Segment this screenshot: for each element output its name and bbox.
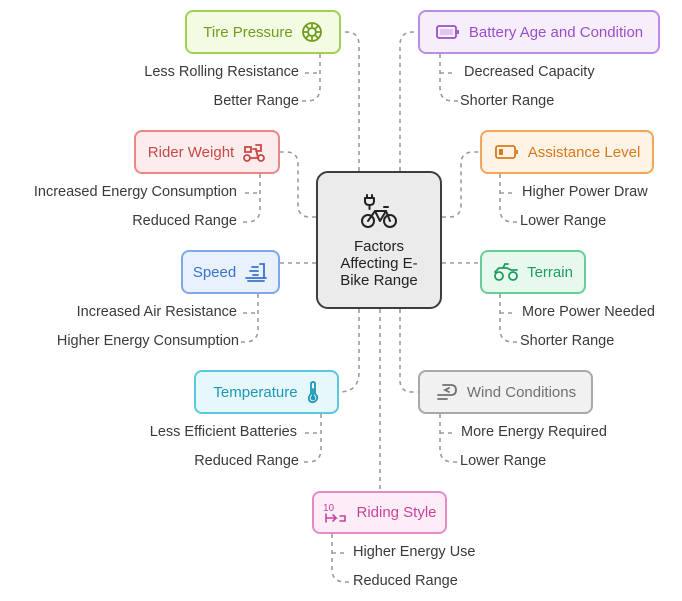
factor-label: Assistance Level — [527, 143, 641, 161]
tire-pressure-item-1: Less Rolling Resistance — [144, 64, 299, 80]
assistance-item-1: Higher Power Draw — [522, 184, 648, 200]
wind-item-1: More Energy Required — [461, 424, 607, 440]
treadmill-icon — [245, 263, 268, 282]
rider-weight-item-1: Increased Energy Consumption — [33, 184, 237, 200]
terrain-item-1: More Power Needed — [522, 304, 655, 320]
assistance-item-2: Lower Range — [520, 213, 607, 229]
factor-label: Rider Weight — [147, 143, 235, 161]
factor-speed: Speed — [181, 250, 280, 294]
thermometer-icon — [307, 381, 318, 404]
center-node: Factors Affecting E-Bike Range — [316, 171, 442, 309]
ten-arrow-icon: 10 — [323, 503, 347, 523]
temperature-item-1: Less Efficient Batteries — [149, 424, 297, 440]
factor-label: Battery Age and Condition — [468, 23, 644, 41]
factor-assistance-level: Assistance Level — [480, 130, 654, 174]
factor-label: Terrain — [527, 263, 573, 281]
battery-item-2: Shorter Range — [460, 93, 555, 109]
atv-icon — [494, 263, 518, 281]
factor-tire-pressure: Tire Pressure — [185, 10, 341, 54]
factor-label: Speed — [192, 263, 237, 281]
battery-low-icon — [494, 145, 518, 159]
battery-icon — [435, 25, 459, 39]
scooter-icon — [243, 144, 266, 162]
factor-riding-style: 10 Riding Style — [312, 491, 447, 534]
factor-terrain: Terrain — [480, 250, 586, 294]
tire-icon — [301, 22, 322, 42]
factor-battery-age: Battery Age and Condition — [418, 10, 660, 54]
temperature-item-2: Reduced Range — [194, 453, 299, 469]
tire-pressure-item-2: Better Range — [213, 93, 299, 109]
factor-label: Wind Conditions — [466, 383, 577, 401]
battery-item-1: Decreased Capacity — [464, 64, 595, 80]
wind-icon — [436, 384, 457, 400]
rider-weight-item-2: Reduced Range — [132, 213, 237, 229]
factor-wind-conditions: Wind Conditions — [418, 370, 593, 414]
riding-style-item-2: Reduced Range — [353, 573, 458, 589]
factor-label: Tire Pressure — [203, 23, 293, 41]
svg-text:10: 10 — [323, 503, 335, 514]
terrain-item-2: Shorter Range — [520, 333, 615, 349]
speed-item-2: Higher Energy Consumption — [56, 333, 239, 349]
bicycle-plug-icon — [361, 193, 397, 228]
speed-item-1: Increased Air Resistance — [76, 304, 237, 320]
factor-label: Riding Style — [356, 504, 437, 521]
riding-style-item-1: Higher Energy Use — [353, 544, 476, 560]
center-title: Factors Affecting E-Bike Range — [340, 237, 418, 289]
factor-rider-weight: Rider Weight — [134, 130, 280, 174]
wind-item-2: Lower Range — [460, 453, 547, 469]
factor-label: Temperature — [213, 383, 298, 401]
factor-temperature: Temperature — [194, 370, 339, 414]
